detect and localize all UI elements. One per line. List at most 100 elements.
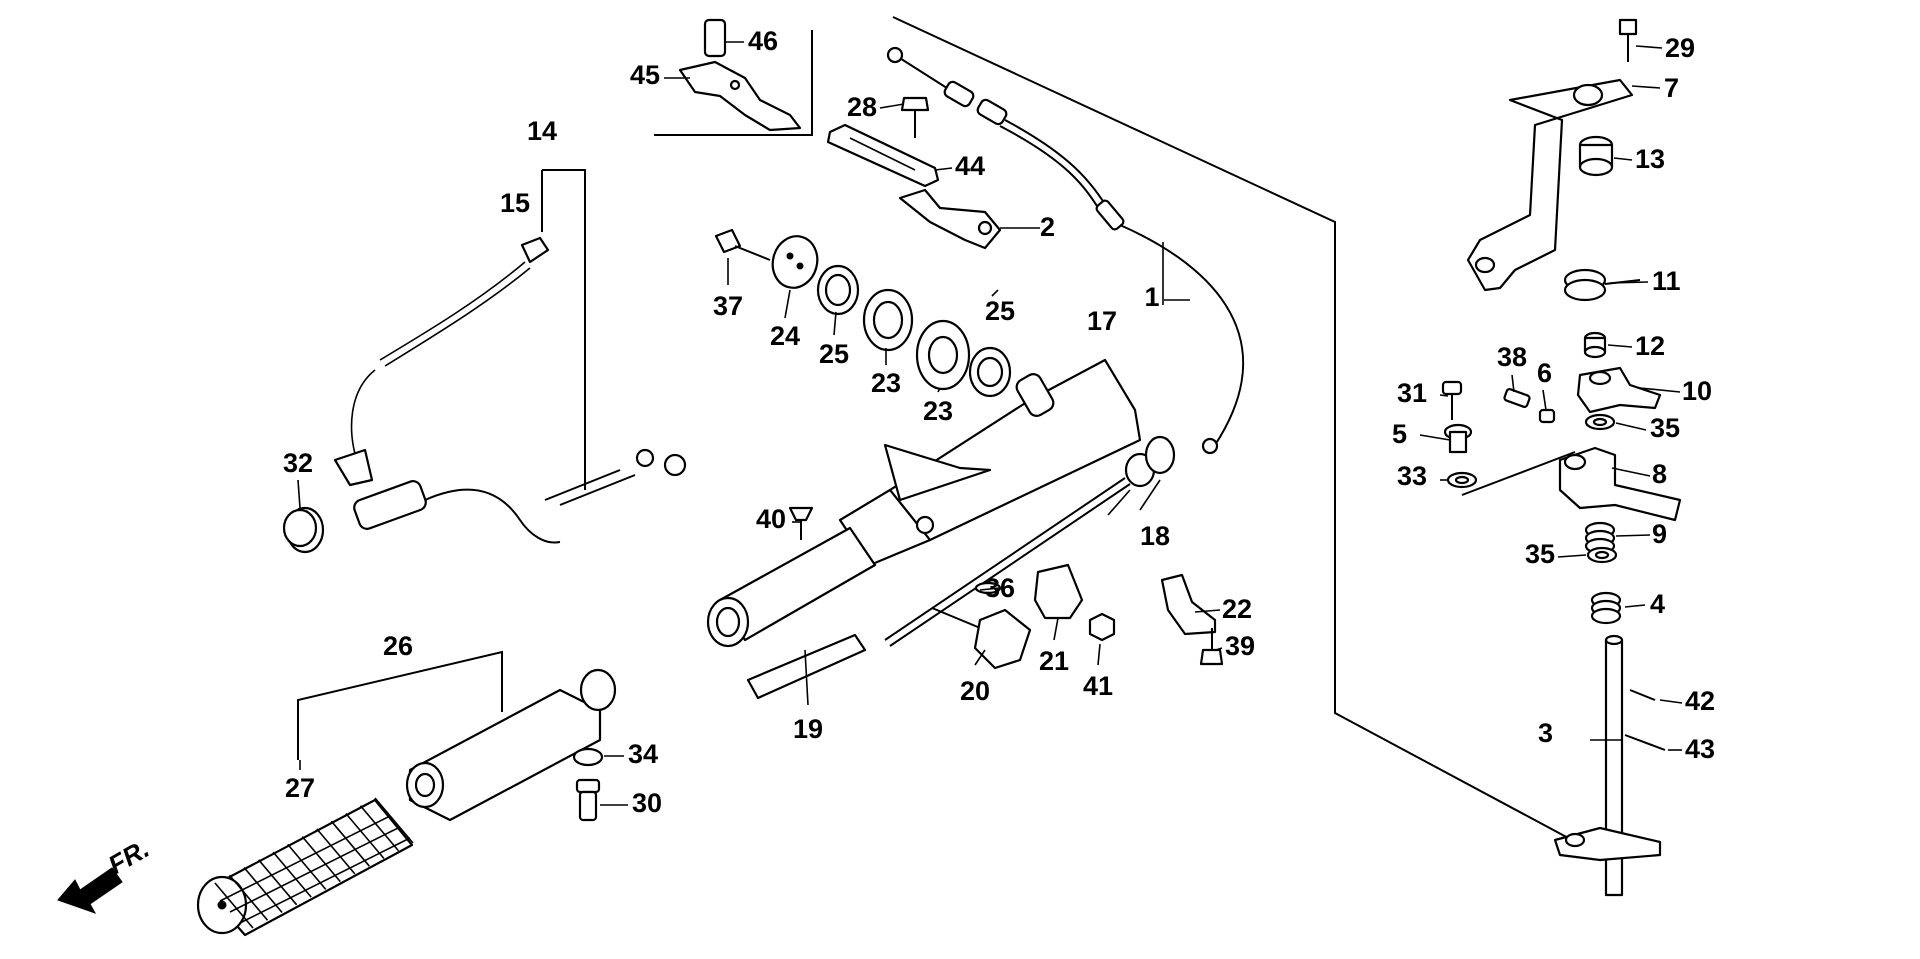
throttle-cable — [886, 46, 1245, 455]
leader-line — [1097, 643, 1101, 666]
callout-35a: 35 — [1650, 413, 1680, 443]
bracket-7 — [1466, 78, 1634, 292]
screw-38 — [1503, 388, 1531, 408]
leader-line — [1609, 281, 1649, 284]
leader-line — [1107, 489, 1131, 516]
clamp-21 — [1033, 563, 1084, 620]
callout-2: 2 — [1040, 212, 1055, 242]
callout-8: 8 — [1652, 459, 1667, 489]
bolt-29 — [1618, 18, 1638, 62]
leader-line — [1511, 374, 1515, 393]
callout-40: 40 — [756, 504, 786, 534]
bracket-22 — [1160, 573, 1217, 636]
leader-line — [937, 387, 941, 393]
callout-1: 1 — [1144, 282, 1159, 312]
grip-knurl-line — [219, 815, 391, 902]
screw-40 — [788, 506, 814, 540]
callout-28: 28 — [847, 92, 877, 122]
leader-line — [1615, 534, 1651, 537]
leader-line — [1639, 387, 1681, 393]
rod-18 — [884, 435, 1176, 647]
leader-line — [1615, 422, 1647, 431]
friction-stack — [714, 228, 1012, 398]
bolt-31 — [1441, 380, 1463, 420]
callout-14: 14 — [527, 116, 557, 146]
leader-line — [979, 587, 1001, 591]
callout-labels: 1 2 3 4 5 6 7 8 9 10 11 12 13 14 15 17 1… — [103, 26, 1715, 880]
callout-12: 12 — [1635, 331, 1665, 361]
callout-32: 32 — [283, 448, 313, 478]
leader-line — [1557, 554, 1587, 558]
leader-line — [1659, 699, 1683, 704]
arm-10 — [1576, 366, 1662, 414]
callout-43: 43 — [1685, 734, 1715, 764]
leader-line — [1624, 604, 1646, 608]
collar-5 — [1443, 423, 1473, 454]
screw-39 — [1199, 628, 1224, 666]
leader-line — [784, 289, 791, 319]
callout-6: 6 — [1537, 358, 1552, 388]
leader-line — [833, 311, 837, 336]
callout-31: 31 — [1397, 378, 1427, 408]
callout-17: 17 — [1087, 306, 1117, 336]
leader-line — [1635, 45, 1663, 49]
grip-group — [196, 650, 617, 937]
grip-knurl-line — [374, 797, 414, 844]
leader-line — [1419, 434, 1451, 441]
callout-25a: 25 — [819, 339, 849, 369]
callout-33: 33 — [1397, 461, 1427, 491]
screw-30 — [575, 778, 601, 822]
grip-knurl-line — [272, 851, 312, 898]
callout-3: 3 — [1538, 718, 1553, 748]
callout-39: 39 — [1225, 631, 1255, 661]
bolt-28 — [900, 96, 930, 138]
knob-20 — [931, 607, 1032, 670]
leader-line — [1194, 609, 1221, 613]
plate-44 — [826, 123, 940, 188]
callout-42: 42 — [1685, 686, 1715, 716]
tiller-arm-17 — [706, 358, 1142, 648]
callout-34: 34 — [628, 739, 658, 769]
callout-23a: 23 — [871, 368, 901, 398]
leader-line — [1607, 344, 1633, 348]
pin-6 — [1538, 408, 1556, 424]
frame-lines — [654, 16, 1601, 856]
callout-45: 45 — [630, 60, 660, 90]
leader-lines — [297, 41, 1683, 806]
callout-23b: 23 — [923, 396, 953, 426]
callout-20: 20 — [960, 676, 990, 706]
leader-line — [879, 103, 905, 109]
callout-10: 10 — [1682, 376, 1712, 406]
leader-line — [1542, 389, 1547, 411]
callout-26: 26 — [383, 631, 413, 661]
grip-knurl-line — [239, 837, 411, 924]
callout-30: 30 — [632, 788, 662, 818]
washer-35-lower — [1586, 546, 1618, 564]
bushing-13 — [1578, 135, 1614, 177]
washer-33 — [1446, 471, 1478, 489]
grip-texture — [214, 797, 414, 929]
arm-8 — [1558, 446, 1682, 522]
pin-43 — [1624, 734, 1666, 751]
pin-42 — [1629, 689, 1656, 701]
callout-22: 22 — [1222, 594, 1252, 624]
callout-19: 19 — [793, 714, 823, 744]
leader-line — [804, 649, 809, 706]
grip-knurl-line — [301, 836, 341, 883]
callout-25b: 25 — [985, 296, 1015, 326]
callout-7: 7 — [1664, 73, 1679, 103]
grip-knurl-line — [345, 812, 385, 859]
callout-46: 46 — [748, 26, 778, 56]
leader-line — [1631, 85, 1661, 89]
grip-knurl-line — [316, 828, 356, 875]
callout-27: 27 — [285, 773, 315, 803]
callout-5: 5 — [1392, 419, 1407, 449]
leader-line — [1439, 394, 1449, 397]
callout-9: 9 — [1652, 519, 1667, 549]
callout-37: 37 — [713, 291, 743, 321]
callout-18: 18 — [1140, 521, 1170, 551]
leader-line — [297, 479, 301, 509]
nut-32 — [282, 508, 318, 548]
leader-line — [1053, 617, 1059, 641]
